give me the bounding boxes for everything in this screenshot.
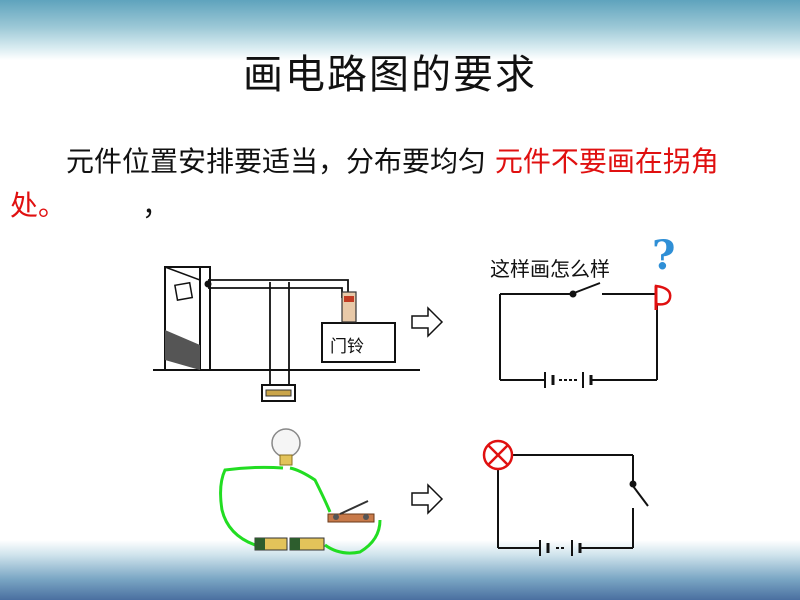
stray-comma: ， bbox=[142, 189, 171, 222]
header-background bbox=[0, 0, 800, 60]
bulb-wiring-illustration bbox=[219, 428, 382, 555]
doorbell-label: 门铃 bbox=[330, 337, 364, 357]
bulb-circuit-schematic bbox=[497, 454, 649, 556]
footer-background bbox=[0, 540, 800, 600]
arrow-right-icon bbox=[411, 483, 444, 515]
lamp-symbol-icon bbox=[482, 439, 514, 471]
doorbell-circuit-schematic bbox=[499, 282, 658, 388]
bell-symbol-icon bbox=[654, 284, 672, 310]
question-mark-icon: ? bbox=[652, 232, 676, 279]
doorbell-wiring-illustration bbox=[153, 266, 420, 402]
requirement-paragraph: 元件位置安排要适当，分布要均匀 元件不要画在拐角处。， bbox=[10, 140, 790, 228]
arrow-right-icon bbox=[411, 306, 444, 338]
requirement-highlight: 元件不要画在拐角处。 bbox=[10, 145, 719, 222]
slide-title: 画电路图的要求 bbox=[243, 52, 537, 98]
question-text: 这样画怎么样 bbox=[490, 257, 610, 281]
requirement-text: 元件位置安排要适当，分布要均匀 bbox=[66, 145, 495, 178]
